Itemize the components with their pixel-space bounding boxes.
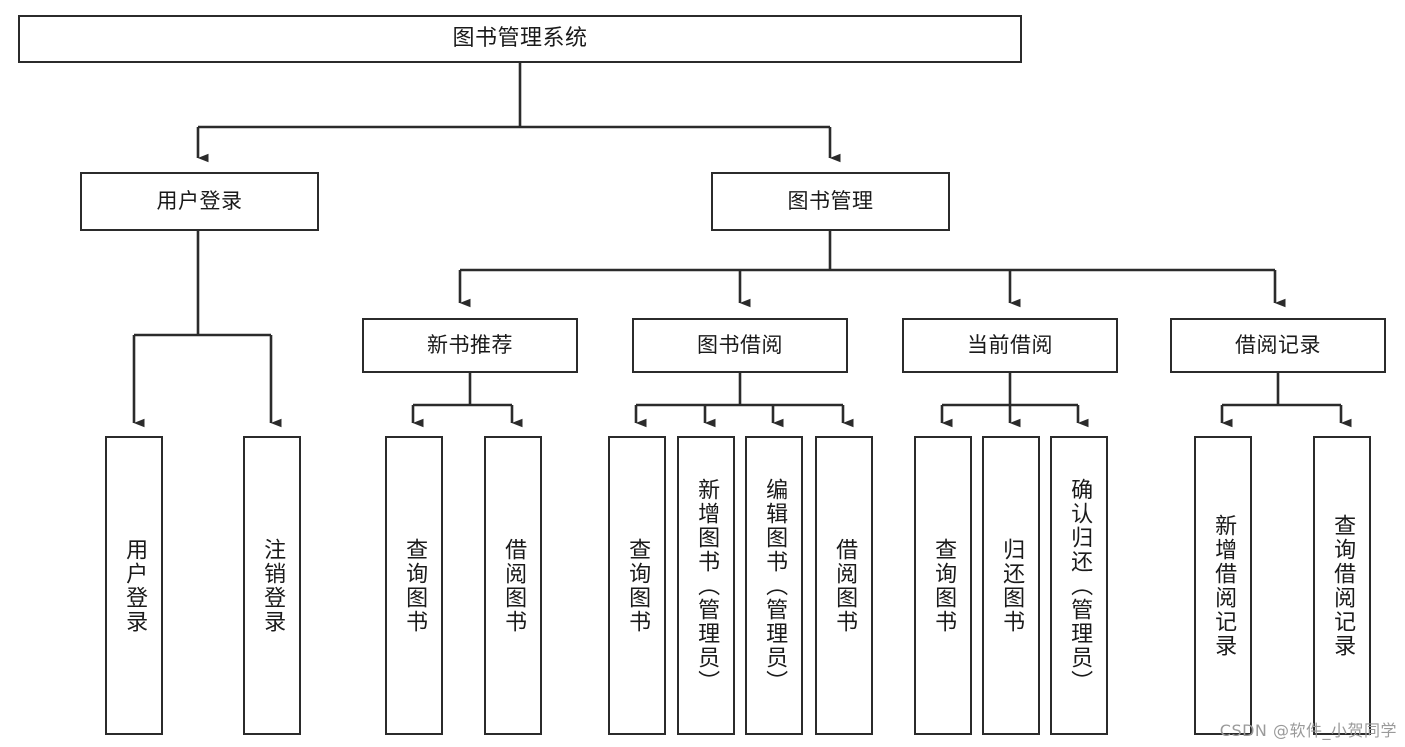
node-label: 新增图书（管理员） <box>694 477 720 694</box>
node-label: 查询图书 <box>625 537 651 634</box>
leaf-borrow-add-book-admin[interactable]: 新增图书（管理员） <box>677 436 735 735</box>
csdn-watermark: CSDN @软件_小贺同学 <box>1219 721 1397 740</box>
node-label: 借阅记录 <box>1235 332 1321 357</box>
node-label: 借阅图书 <box>501 537 527 634</box>
node-label: 查询图书 <box>402 537 428 634</box>
node-label: 确认归还（管理员） <box>1067 477 1093 694</box>
node-label: 用户登录 <box>122 537 148 634</box>
leaf-record-add-record[interactable]: 新增借阅记录 <box>1194 436 1252 735</box>
node-label: 图书管理系统 <box>452 25 588 51</box>
leaf-current-query-book[interactable]: 查询图书 <box>914 436 972 735</box>
leaf-recommend-query-book[interactable]: 查询图书 <box>385 436 443 735</box>
leaf-current-return-book[interactable]: 归还图书 <box>982 436 1040 735</box>
node-label: 查询图书 <box>931 537 957 634</box>
leaf-recommend-borrow-book[interactable]: 借阅图书 <box>484 436 542 735</box>
leaf-user-logout[interactable]: 注销登录 <box>243 436 301 735</box>
node-label: 注销登录 <box>260 537 286 634</box>
leaf-user-login[interactable]: 用户登录 <box>105 436 163 735</box>
node-label: 查询借阅记录 <box>1330 513 1356 658</box>
node-label: 图书管理 <box>787 188 874 213</box>
node-label: 用户登录 <box>156 188 243 213</box>
node-label: 新书推荐 <box>427 332 513 357</box>
node-borrow-record[interactable]: 借阅记录 <box>1170 318 1386 373</box>
leaf-borrow-borrow-book[interactable]: 借阅图书 <box>815 436 873 735</box>
node-user-login[interactable]: 用户登录 <box>80 172 319 231</box>
leaf-borrow-query-book[interactable]: 查询图书 <box>608 436 666 735</box>
leaf-borrow-edit-book-admin[interactable]: 编辑图书（管理员） <box>745 436 803 735</box>
leaf-current-confirm-return-admin[interactable]: 确认归还（管理员） <box>1050 436 1108 735</box>
node-new-book-recommend[interactable]: 新书推荐 <box>362 318 578 373</box>
node-root-system[interactable]: 图书管理系统 <box>18 15 1022 63</box>
node-label: 图书借阅 <box>697 332 783 357</box>
node-label: 当前借阅 <box>967 332 1053 357</box>
node-label: 借阅图书 <box>832 537 858 634</box>
node-label: 新增借阅记录 <box>1211 513 1237 658</box>
node-label: 归还图书 <box>999 537 1025 634</box>
node-current-borrow[interactable]: 当前借阅 <box>902 318 1118 373</box>
node-label: 编辑图书（管理员） <box>762 477 788 694</box>
node-book-borrow[interactable]: 图书借阅 <box>632 318 848 373</box>
node-book-management[interactable]: 图书管理 <box>711 172 950 231</box>
leaf-record-query-record[interactable]: 查询借阅记录 <box>1313 436 1371 735</box>
